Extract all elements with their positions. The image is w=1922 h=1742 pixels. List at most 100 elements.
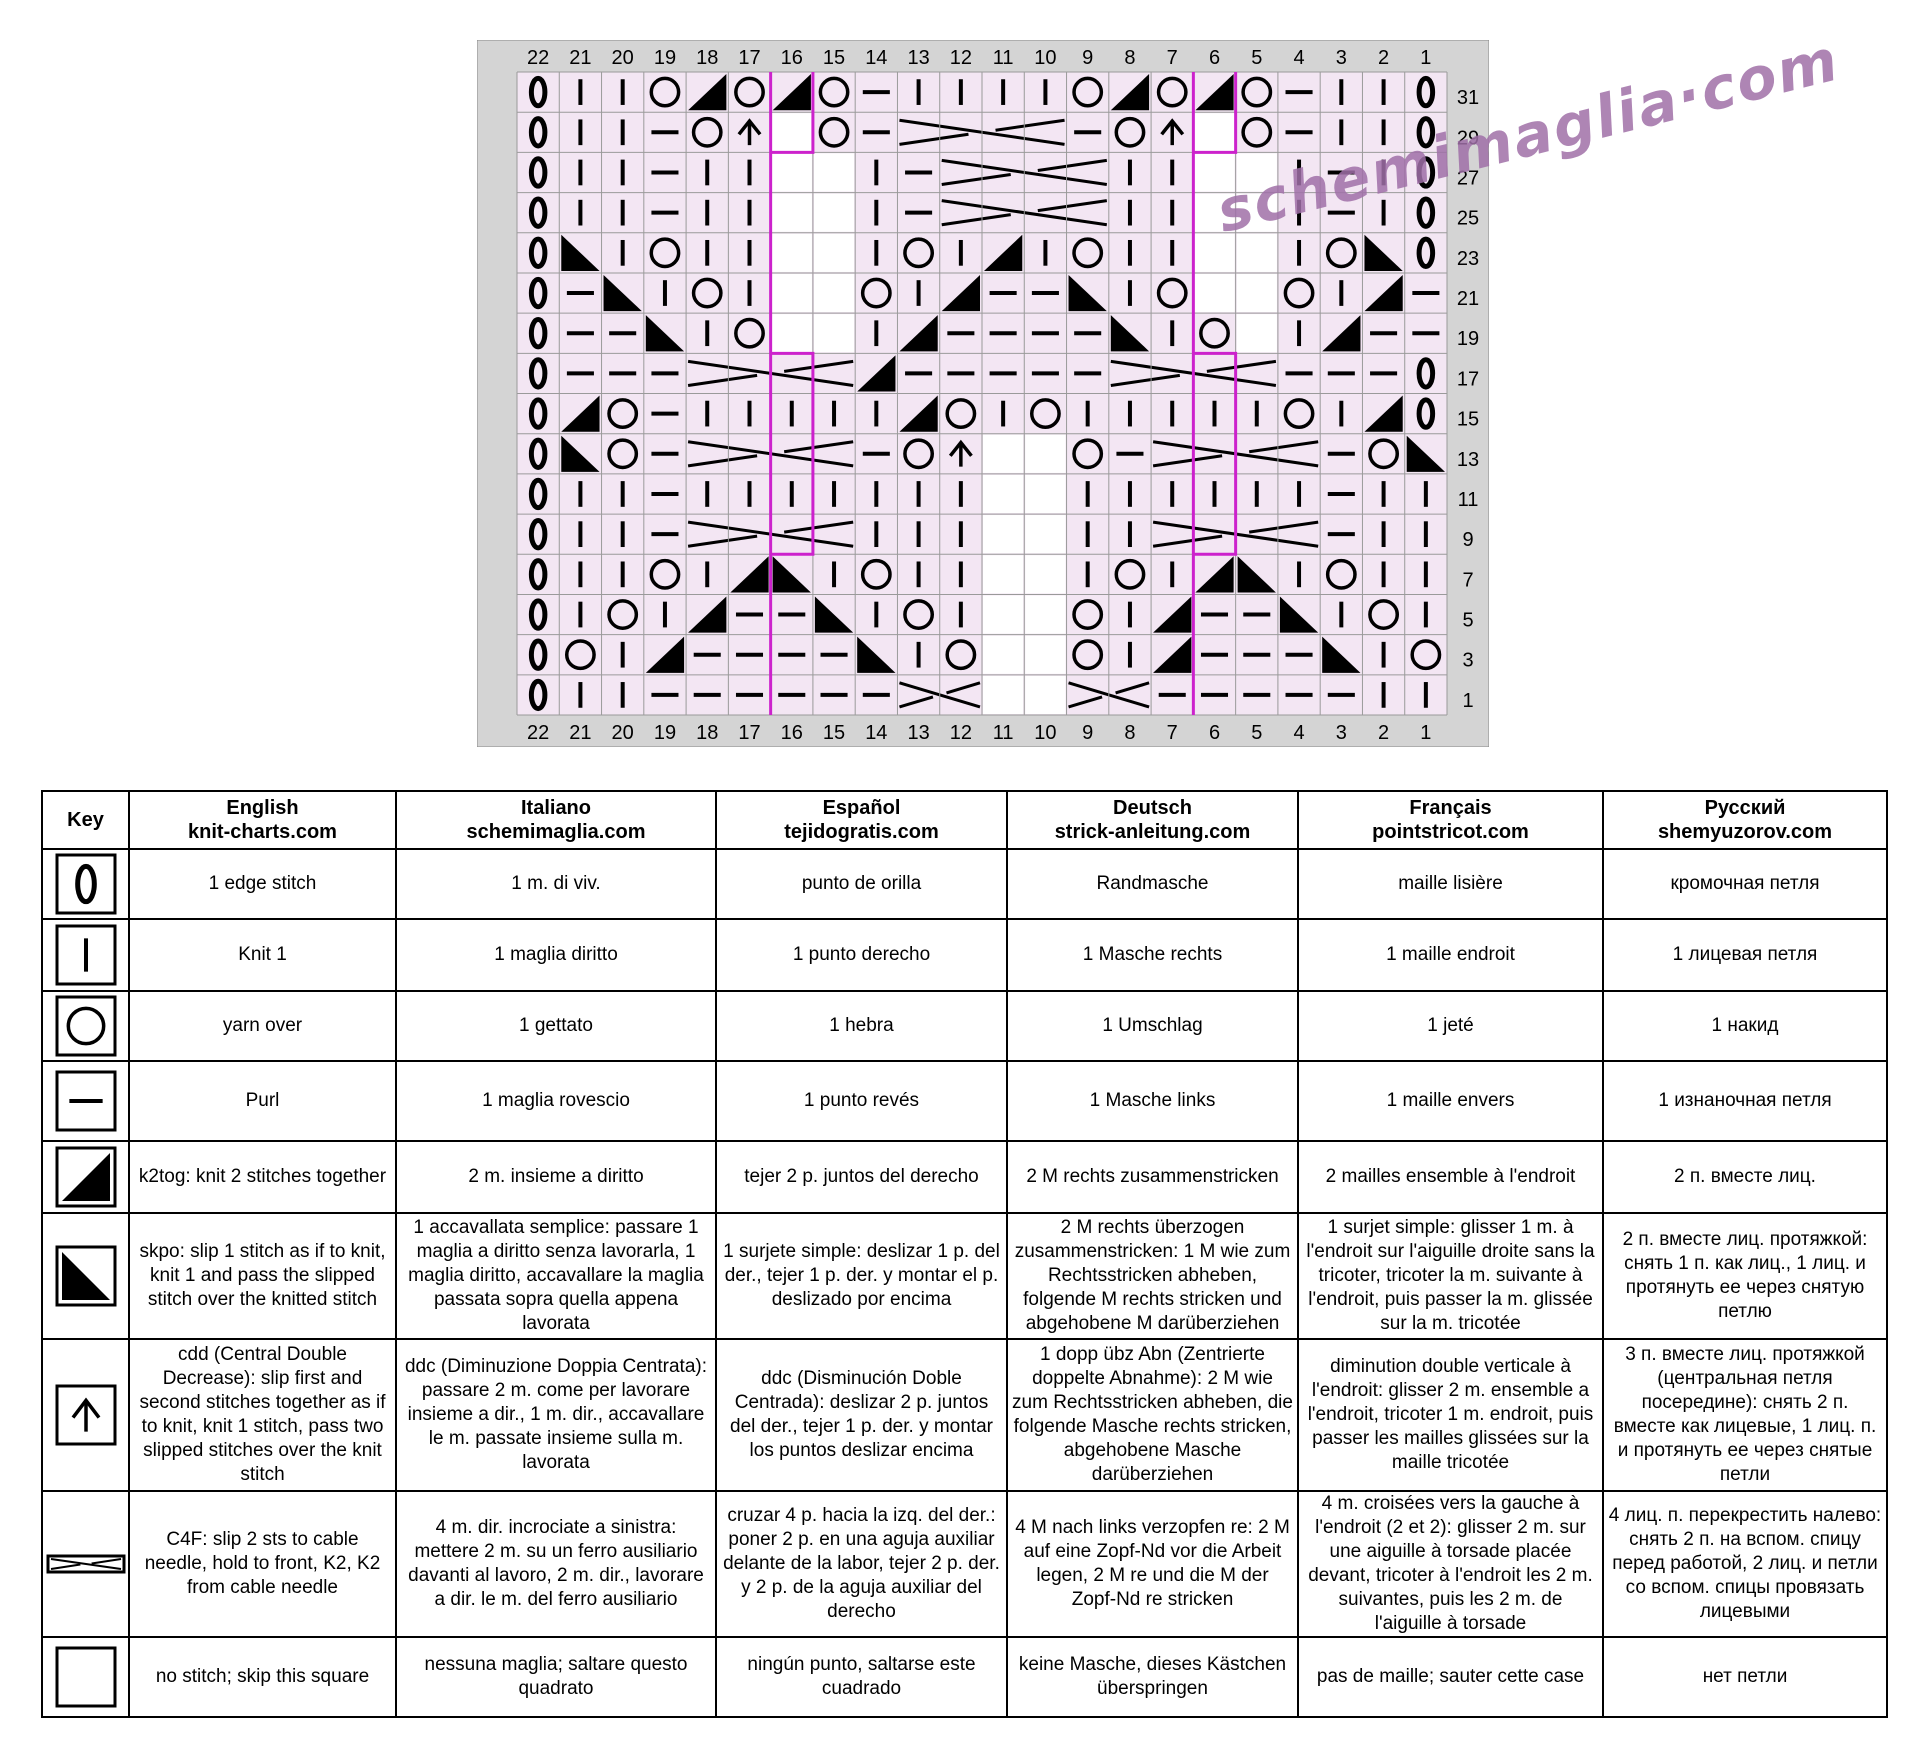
key-description: 1 maille envers [1297, 1060, 1604, 1142]
key-description: 1 изнаночная петля [1602, 1060, 1888, 1142]
skpo-symbol [814, 596, 854, 633]
no-stitch-symbol [1236, 273, 1277, 313]
k2tog-symbol [772, 74, 811, 111]
column-number-bottom: 11 [993, 722, 1014, 744]
c4f-symbol-back [50, 1563, 81, 1570]
c4f-symbol-back [1037, 199, 1108, 213]
edge-stitch-symbol [528, 317, 548, 350]
skpo-key-icon [55, 1245, 116, 1307]
language-site: knit-charts.com [188, 821, 337, 843]
key-description: 1 maglia diritto [395, 918, 717, 992]
chart-row [528, 395, 1436, 432]
row-number: 11 [1458, 489, 1479, 511]
c4f-symbol-back [1110, 373, 1181, 387]
k2tog-symbol [984, 234, 1023, 271]
key-symbol-cell [41, 1338, 130, 1492]
column-number-bottom: 14 [865, 722, 887, 744]
c4f-symbol-back [90, 1558, 121, 1565]
c4f-symbol-back [899, 132, 969, 146]
key-row: C4F: slip 2 sts to cable needle, hold to… [41, 1490, 1888, 1638]
no-stitch-symbol [813, 314, 855, 353]
chart-row [528, 193, 1436, 232]
key-description: 1 accavallata semplice: passare 1 maglia… [395, 1212, 717, 1340]
skpo-symbol [857, 636, 896, 673]
key-description: 1 punto revés [715, 1060, 1008, 1142]
yarn-over-symbol [903, 599, 935, 630]
column-number-top: 15 [823, 47, 845, 69]
key-description: 1 jeté [1297, 990, 1604, 1062]
no-stitch-symbol [771, 193, 812, 232]
yarn-over-symbol [1325, 558, 1357, 590]
no-stitch-symbol [771, 153, 812, 192]
column-number-bottom: 13 [907, 722, 929, 744]
key-description: 1 Masche links [1006, 1060, 1299, 1142]
key-symbol-cell [41, 1490, 130, 1638]
cdd-key-icon [55, 1384, 116, 1446]
skpo-symbol [645, 315, 685, 352]
column-number-bottom: 9 [1082, 722, 1093, 744]
k2tog-symbol [61, 1153, 110, 1201]
k2tog-symbol [688, 74, 727, 111]
yarn-over-symbol [734, 76, 765, 108]
key-description: no stitch; skip this square [128, 1636, 397, 1718]
language-name: English [226, 797, 299, 819]
language-name: Italiano [520, 797, 591, 819]
key-description: 2 п. вместе лиц. [1602, 1140, 1888, 1214]
no-stitch-symbol [1025, 635, 1066, 674]
skpo-symbol [603, 274, 642, 312]
yarn-over-symbol [1368, 438, 1400, 470]
chart-row [528, 675, 1428, 714]
no-stitch-symbol [1025, 515, 1066, 554]
no-stitch-symbol [1025, 434, 1066, 473]
no-stitch-symbol [983, 555, 1024, 594]
column-number-top: 12 [950, 47, 972, 69]
yarn-over-symbol [734, 317, 765, 349]
yarn-over-symbol [649, 76, 681, 108]
key-symbol-cell [41, 1636, 130, 1718]
edge-stitch-symbol [1416, 156, 1436, 189]
yarn-over-symbol [1072, 76, 1104, 108]
c4f-symbol-back [687, 373, 758, 387]
yarn-over-symbol [1325, 237, 1357, 269]
no-stitch-symbol [60, 1652, 111, 1702]
no-stitch-symbol [1236, 314, 1277, 353]
column-number-bottom: 22 [527, 722, 549, 744]
key-icon-frame [55, 995, 116, 1057]
skpo-symbol [1279, 596, 1319, 633]
key-row: cdd (Central Double Decrease): slip firs… [41, 1338, 1888, 1492]
k2tog-symbol [1153, 636, 1192, 673]
row-number: 25 [1457, 208, 1479, 230]
column-number-bottom: 8 [1124, 722, 1135, 744]
repeat-line [1193, 351, 1238, 556]
key-description: yarn over [128, 990, 397, 1062]
key-description: 2 mailles ensemble à l'endroit [1297, 1140, 1604, 1214]
yarn-over-symbol [607, 398, 639, 430]
skpo-symbol [1110, 315, 1150, 352]
yarn-over-symbol [945, 639, 977, 671]
k2tog-symbol [1153, 596, 1192, 633]
no-stitch-symbol [983, 635, 1024, 674]
k2tog-symbol [561, 395, 600, 432]
key-description: nessuna maglia; saltare questo quadrato [395, 1636, 717, 1718]
key-description: maille lisière [1297, 848, 1604, 920]
no-stitch-key-icon [55, 1646, 116, 1708]
purl-key-icon [55, 1070, 116, 1132]
edge-stitch-symbol [1416, 236, 1436, 270]
yarn-over-symbol [1241, 76, 1273, 108]
edge-stitch-symbol [528, 638, 548, 671]
key-description: 1 edge stitch [128, 848, 397, 920]
column-number-top: 5 [1251, 47, 1262, 69]
edge-stitch-symbol [528, 598, 548, 631]
key-description: 1 Umschlag [1006, 990, 1299, 1062]
key-description: 1 hebra [715, 990, 1008, 1062]
